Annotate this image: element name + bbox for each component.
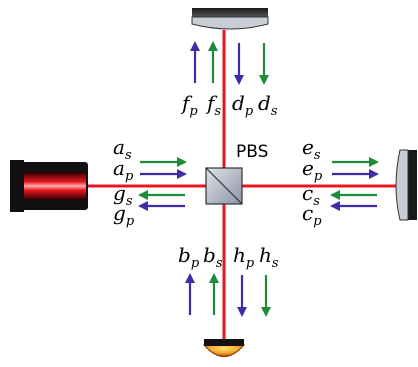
label-d-s: ds [258, 91, 278, 119]
label-c-s: cs [302, 181, 320, 209]
label-d-p: dp [232, 91, 254, 119]
label-b-p: bp [178, 243, 200, 271]
pbs-label: PBS [236, 142, 268, 162]
top-mirror [191, 8, 269, 30]
label-h-s: hs [259, 243, 279, 271]
label-c-p: cp [302, 201, 322, 229]
label-g-p: gp [113, 201, 135, 229]
label-e-s: es [302, 135, 321, 163]
right-mirror [395, 149, 417, 221]
label-b-s: bs [203, 243, 223, 271]
label-f-p: fp [180, 91, 198, 119]
label-a-p: ap [113, 156, 134, 184]
label-e-p: ep [302, 156, 323, 184]
laser-source [10, 160, 88, 212]
label-g-s: gs [113, 181, 133, 209]
polarizing-beam-splitter [205, 167, 243, 205]
label-h-p: hp [233, 243, 255, 271]
label-a-s: as [113, 135, 132, 163]
photodetector [202, 339, 246, 357]
label-f-s: fs [205, 91, 221, 119]
